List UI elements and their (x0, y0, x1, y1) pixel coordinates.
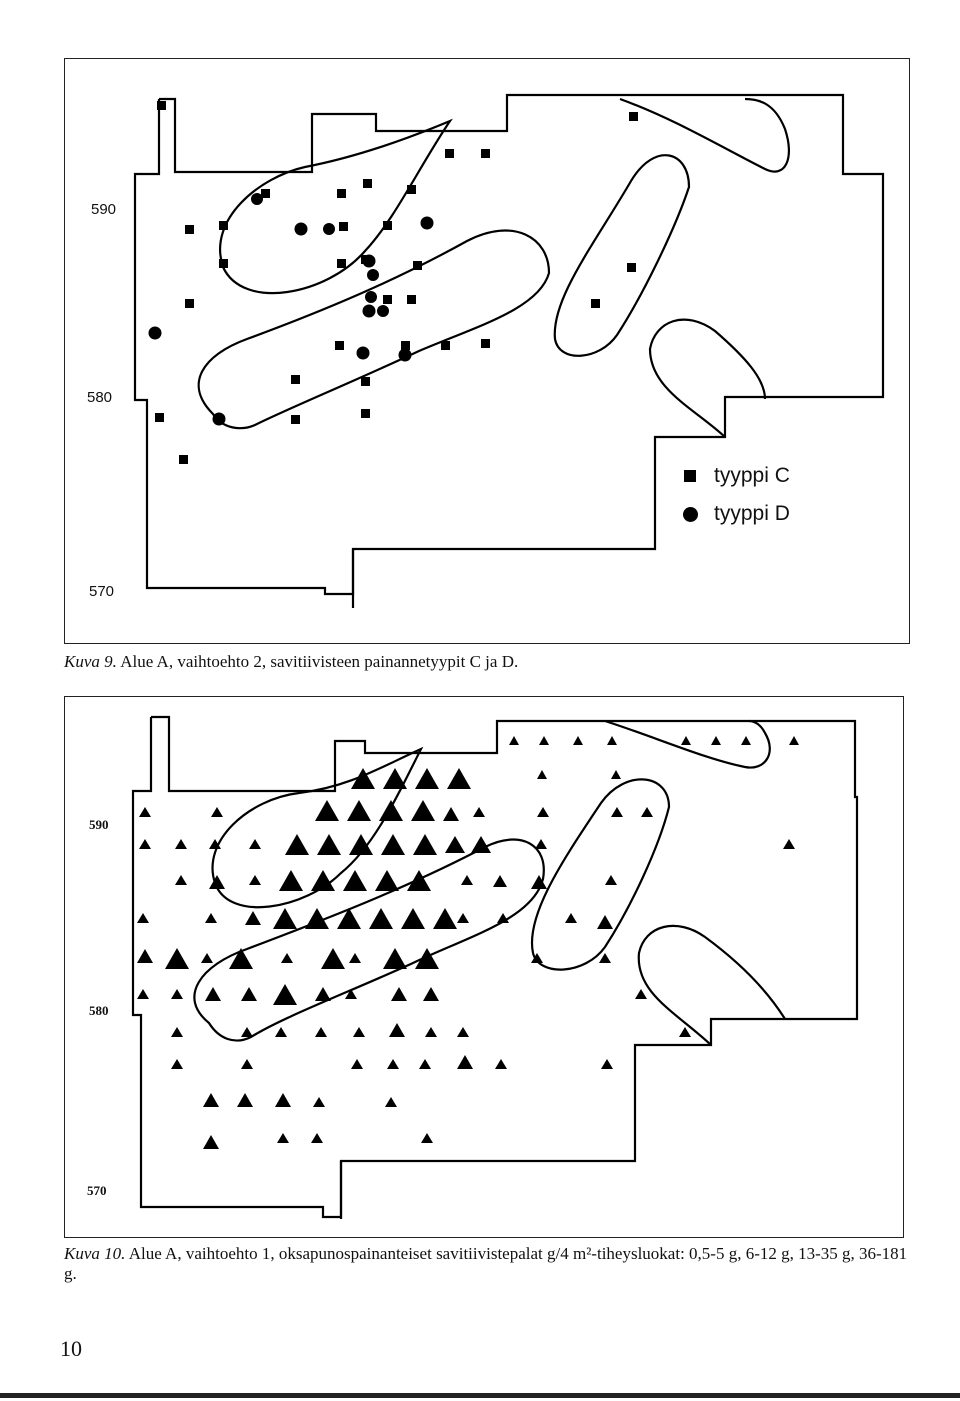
caption-text: Alue A, vaihtoehto 1, oksapunospainantei… (64, 1244, 908, 1283)
contour-loop-2 (193, 838, 545, 1042)
legend-label: tyyppi C (714, 464, 790, 487)
contour-loop-2 (197, 229, 551, 430)
y-label-580: 580 (87, 389, 113, 406)
contour-loop-4 (604, 719, 771, 769)
contour-loop-1 (211, 746, 424, 909)
caption-label: Kuva 9. (64, 652, 117, 671)
density-points (137, 736, 799, 1149)
figure-10-caption: Kuva 10. Alue A, vaihtoehto 1, oksapunos… (64, 1244, 914, 1284)
area-outline (133, 93, 885, 596)
legend-item-type-d: tyyppi D (680, 495, 790, 533)
contour-loop-4 (619, 97, 790, 173)
square-marker-icon (684, 470, 696, 482)
legend-label: tyyppi D (714, 502, 790, 525)
contour-loop-1 (219, 118, 453, 295)
page-number: 10 (60, 1336, 82, 1361)
legend-item-type-c: tyyppi C (680, 457, 790, 495)
figure-9-plot (133, 93, 885, 608)
circle-marker-icon (683, 506, 698, 522)
type-c-points (155, 101, 638, 464)
bottom-rule (0, 1393, 960, 1398)
contour-loop-3 (530, 778, 671, 971)
figure-9-caption: Kuva 9. Alue A, vaihtoehto 2, savitiivis… (64, 652, 904, 672)
legend: tyyppi C tyyppi D (680, 457, 790, 533)
contour-loop-5 (637, 924, 786, 1046)
y-label-570: 570 (87, 1183, 107, 1198)
figure-10: 590 580 570 (64, 696, 904, 1238)
contour-loop-5 (648, 318, 767, 438)
type-d-points (148, 193, 434, 426)
y-label-570: 570 (89, 583, 115, 600)
caption-text: Alue A, vaihtoehto 2, savitiivisteen pai… (116, 652, 519, 671)
contour-loop-3 (553, 154, 691, 357)
y-label-590: 590 (89, 817, 109, 832)
y-label-590: 590 (91, 201, 117, 218)
figure-10-plot (131, 715, 859, 1219)
area-outline (131, 715, 859, 1219)
figure-9: 590 580 570 tyyppi C tyyppi D (64, 58, 910, 644)
y-label-580: 580 (89, 1003, 109, 1018)
caption-label: Kuva 10. (64, 1244, 126, 1263)
